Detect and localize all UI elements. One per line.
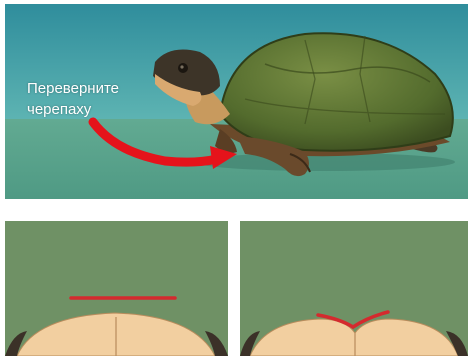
plastron-concave-panel [240,221,468,356]
plastron-flat-panel [5,221,228,356]
turtle-scene-panel: Переверните черепаху [5,4,468,199]
plastron-concave [240,221,468,356]
plastron-flat [5,221,228,356]
instruction-text: Переверните черепаху [27,78,167,120]
